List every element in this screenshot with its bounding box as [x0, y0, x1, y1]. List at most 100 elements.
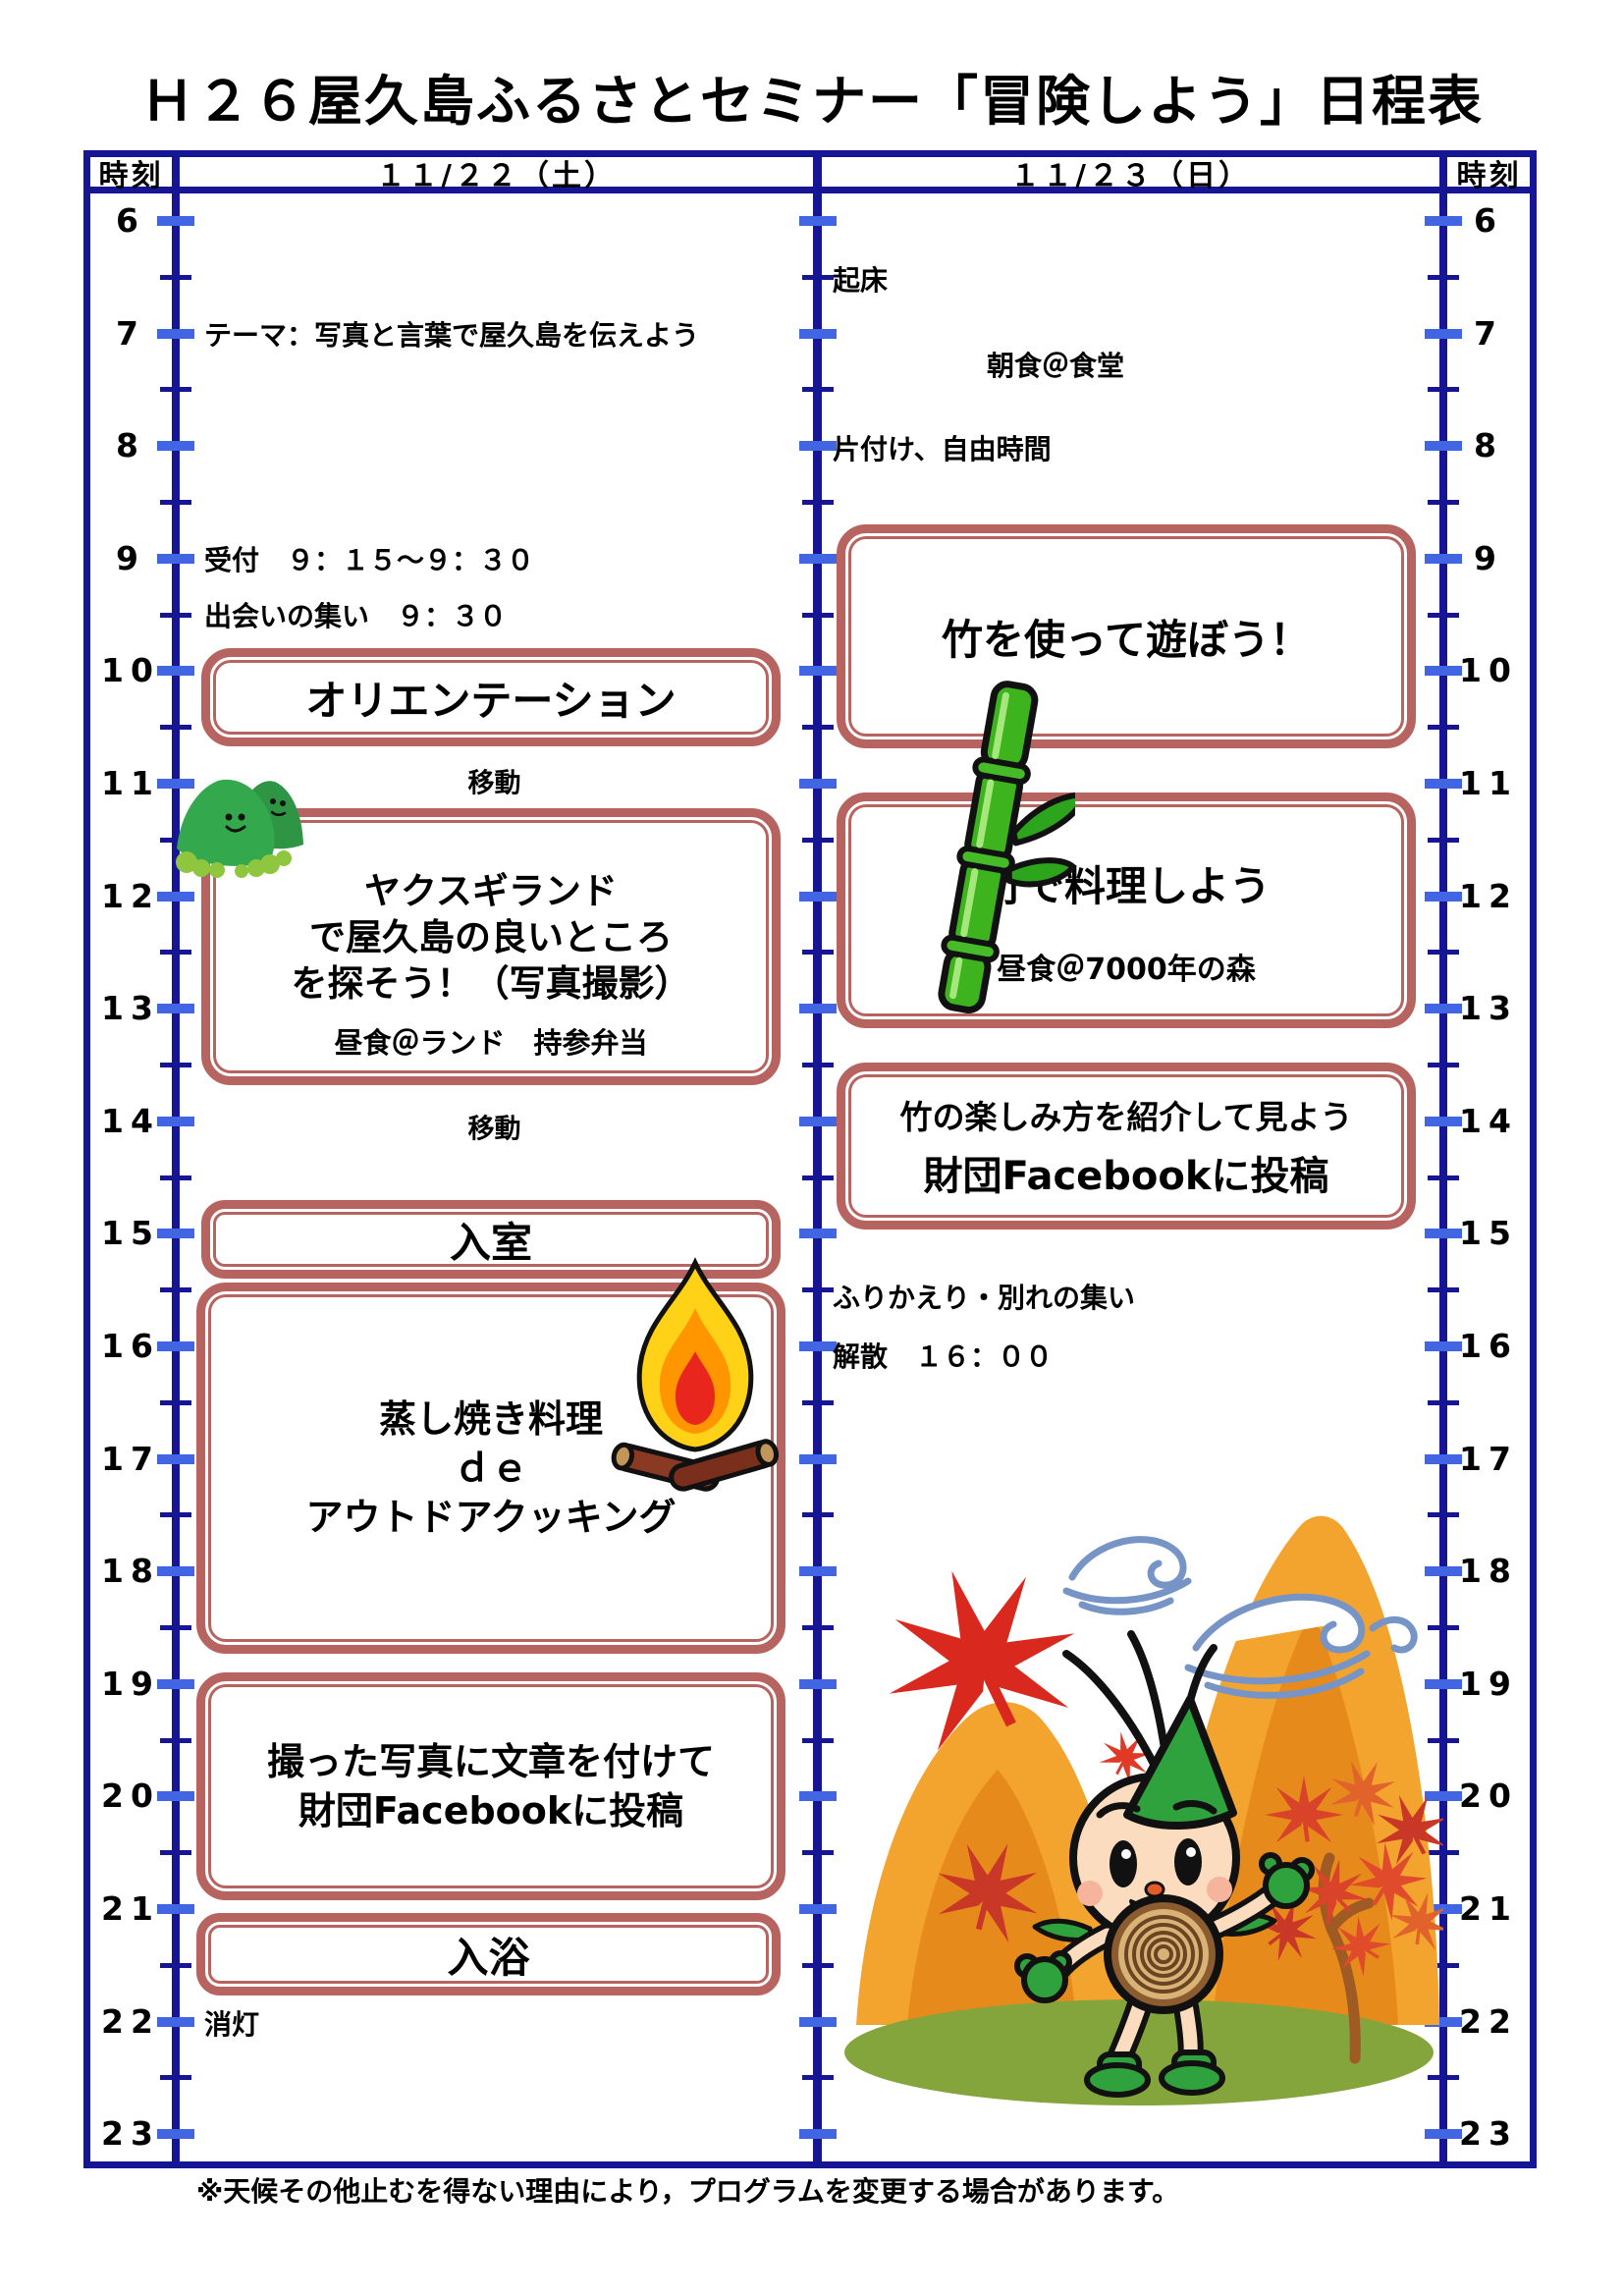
hour-tick — [798, 1004, 837, 1014]
hour-label-right: 19 — [1459, 1664, 1518, 1703]
hour-tick — [157, 779, 194, 789]
event-sub-note: 昼食＠ランド 持参弁当 — [334, 1025, 648, 1060]
hour-tick — [1425, 1904, 1462, 1914]
event-title: 入室 — [449, 1218, 532, 1267]
half-hour-tick — [1428, 2075, 1459, 2081]
half-hour-tick — [160, 725, 191, 731]
half-hour-tick — [160, 274, 191, 280]
hour-tick — [798, 328, 837, 339]
schedule-table-border — [83, 150, 1537, 2168]
right-time-axis-line — [1439, 150, 1447, 2168]
event-title: 竹を使って遊ぼう！ — [942, 615, 1311, 664]
hour-tick — [798, 216, 837, 226]
hour-tick — [798, 666, 837, 677]
hour-tick — [1425, 2016, 1462, 2027]
theme-note: テーマ：写真と言葉で屋久島を伝えよう — [204, 319, 700, 352]
hour-label-left: 6 — [116, 201, 145, 240]
hour-tick — [798, 553, 837, 564]
half-hour-tick — [801, 274, 834, 280]
move-note-2: 移動 — [467, 1114, 521, 1145]
wakeup-note: 起床 — [833, 264, 889, 297]
hour-tick — [1425, 779, 1462, 789]
half-hour-tick — [801, 1287, 834, 1293]
half-hour-tick — [801, 1962, 834, 1968]
hour-tick — [157, 1341, 194, 1351]
half-hour-tick — [801, 1625, 834, 1630]
half-hour-tick — [160, 1175, 191, 1180]
hour-label-right: 13 — [1459, 989, 1518, 1028]
hour-tick — [1425, 1791, 1462, 1802]
half-hour-tick — [160, 837, 191, 843]
half-hour-tick — [1428, 387, 1459, 393]
hour-label-right: 7 — [1474, 313, 1503, 353]
event-line: ヤクスギランド — [364, 869, 618, 912]
hour-label-right: 11 — [1459, 764, 1518, 802]
half-hour-tick — [160, 2075, 191, 2081]
hour-tick — [1425, 1229, 1462, 1239]
hour-tick — [798, 441, 837, 452]
half-hour-tick — [1428, 1850, 1459, 1856]
half-hour-tick — [1428, 1063, 1459, 1067]
hour-tick — [157, 1678, 194, 1689]
hour-label-right: 21 — [1459, 1889, 1518, 1928]
event-box-bamboo-play: 竹を使って遊ぼう！ — [837, 524, 1416, 748]
event-line: 財団Facebookに投稿 — [923, 1154, 1329, 1199]
half-hour-tick — [801, 1850, 834, 1856]
half-hour-tick — [160, 1512, 191, 1518]
hour-tick — [157, 2129, 194, 2140]
event-box-orientation: オリエンテーション — [201, 648, 781, 746]
hour-label-left: 7 — [116, 313, 145, 353]
hour-label-left: 14 — [101, 1101, 160, 1140]
cleanup-note: 片付け、自由時間 — [833, 433, 1052, 465]
half-hour-tick — [160, 612, 191, 618]
hour-tick — [157, 1566, 194, 1577]
half-hour-tick — [801, 950, 834, 956]
half-hour-tick — [1428, 950, 1459, 956]
hour-tick — [1425, 1116, 1462, 1126]
hour-label-left: 13 — [101, 989, 160, 1028]
hour-tick — [1425, 666, 1462, 677]
half-hour-tick — [801, 387, 834, 393]
hour-label-right: 17 — [1459, 1439, 1518, 1478]
event-line: を探そう！（写真撮影） — [291, 961, 691, 1005]
hour-label-left: 18 — [101, 1552, 160, 1591]
event-box-bamboo-cook: 竹で料理しよう 昼食＠7000年の森 — [837, 793, 1416, 1028]
hour-tick — [798, 1116, 837, 1126]
hour-label-left: 12 — [101, 876, 160, 915]
hour-tick — [1425, 328, 1462, 339]
hour-label-right: 23 — [1459, 2114, 1518, 2154]
event-line: 蒸し焼き料理 — [378, 1397, 603, 1441]
half-hour-tick — [1428, 1737, 1459, 1743]
event-box-photo-post: 撮った写真に文章を付けて 財団Facebookに投稿 — [196, 1672, 785, 1900]
half-hour-tick — [801, 837, 834, 843]
header-time-left: 時刻 — [98, 159, 164, 193]
reflection-note: ふりかえり・別れの集い — [833, 1282, 1136, 1314]
hour-tick — [157, 441, 194, 452]
hour-label-left: 11 — [101, 764, 160, 802]
half-hour-tick — [801, 500, 834, 505]
hour-tick — [798, 1678, 837, 1689]
half-hour-tick — [160, 1850, 191, 1856]
hour-label-left: 20 — [101, 1777, 160, 1816]
hour-tick — [1425, 1004, 1462, 1014]
hour-tick — [1425, 1341, 1462, 1351]
half-hour-tick — [801, 1512, 834, 1518]
half-hour-tick — [801, 1063, 834, 1067]
header-divider — [83, 187, 1537, 193]
event-box-checkin: 入室 — [201, 1200, 781, 1279]
hour-tick — [798, 779, 837, 789]
bamboo-icon — [928, 674, 1075, 1025]
hour-tick — [1425, 2129, 1462, 2140]
half-hour-tick — [160, 387, 191, 393]
header-day-sunday: １１/２３（日） — [1010, 159, 1251, 193]
hour-label-right: 12 — [1459, 876, 1518, 915]
hour-tick — [798, 2129, 837, 2140]
hour-label-right: 14 — [1459, 1101, 1518, 1140]
event-line: アウトドアクッキング — [305, 1496, 677, 1539]
half-hour-tick — [1428, 274, 1459, 280]
event-box-bamboo-share: 竹の楽しみ方を紹介して見よう 財団Facebookに投稿 — [837, 1063, 1416, 1230]
hour-tick — [798, 1791, 837, 1802]
move-note-1: 移動 — [467, 768, 521, 799]
half-hour-tick — [160, 1625, 191, 1630]
